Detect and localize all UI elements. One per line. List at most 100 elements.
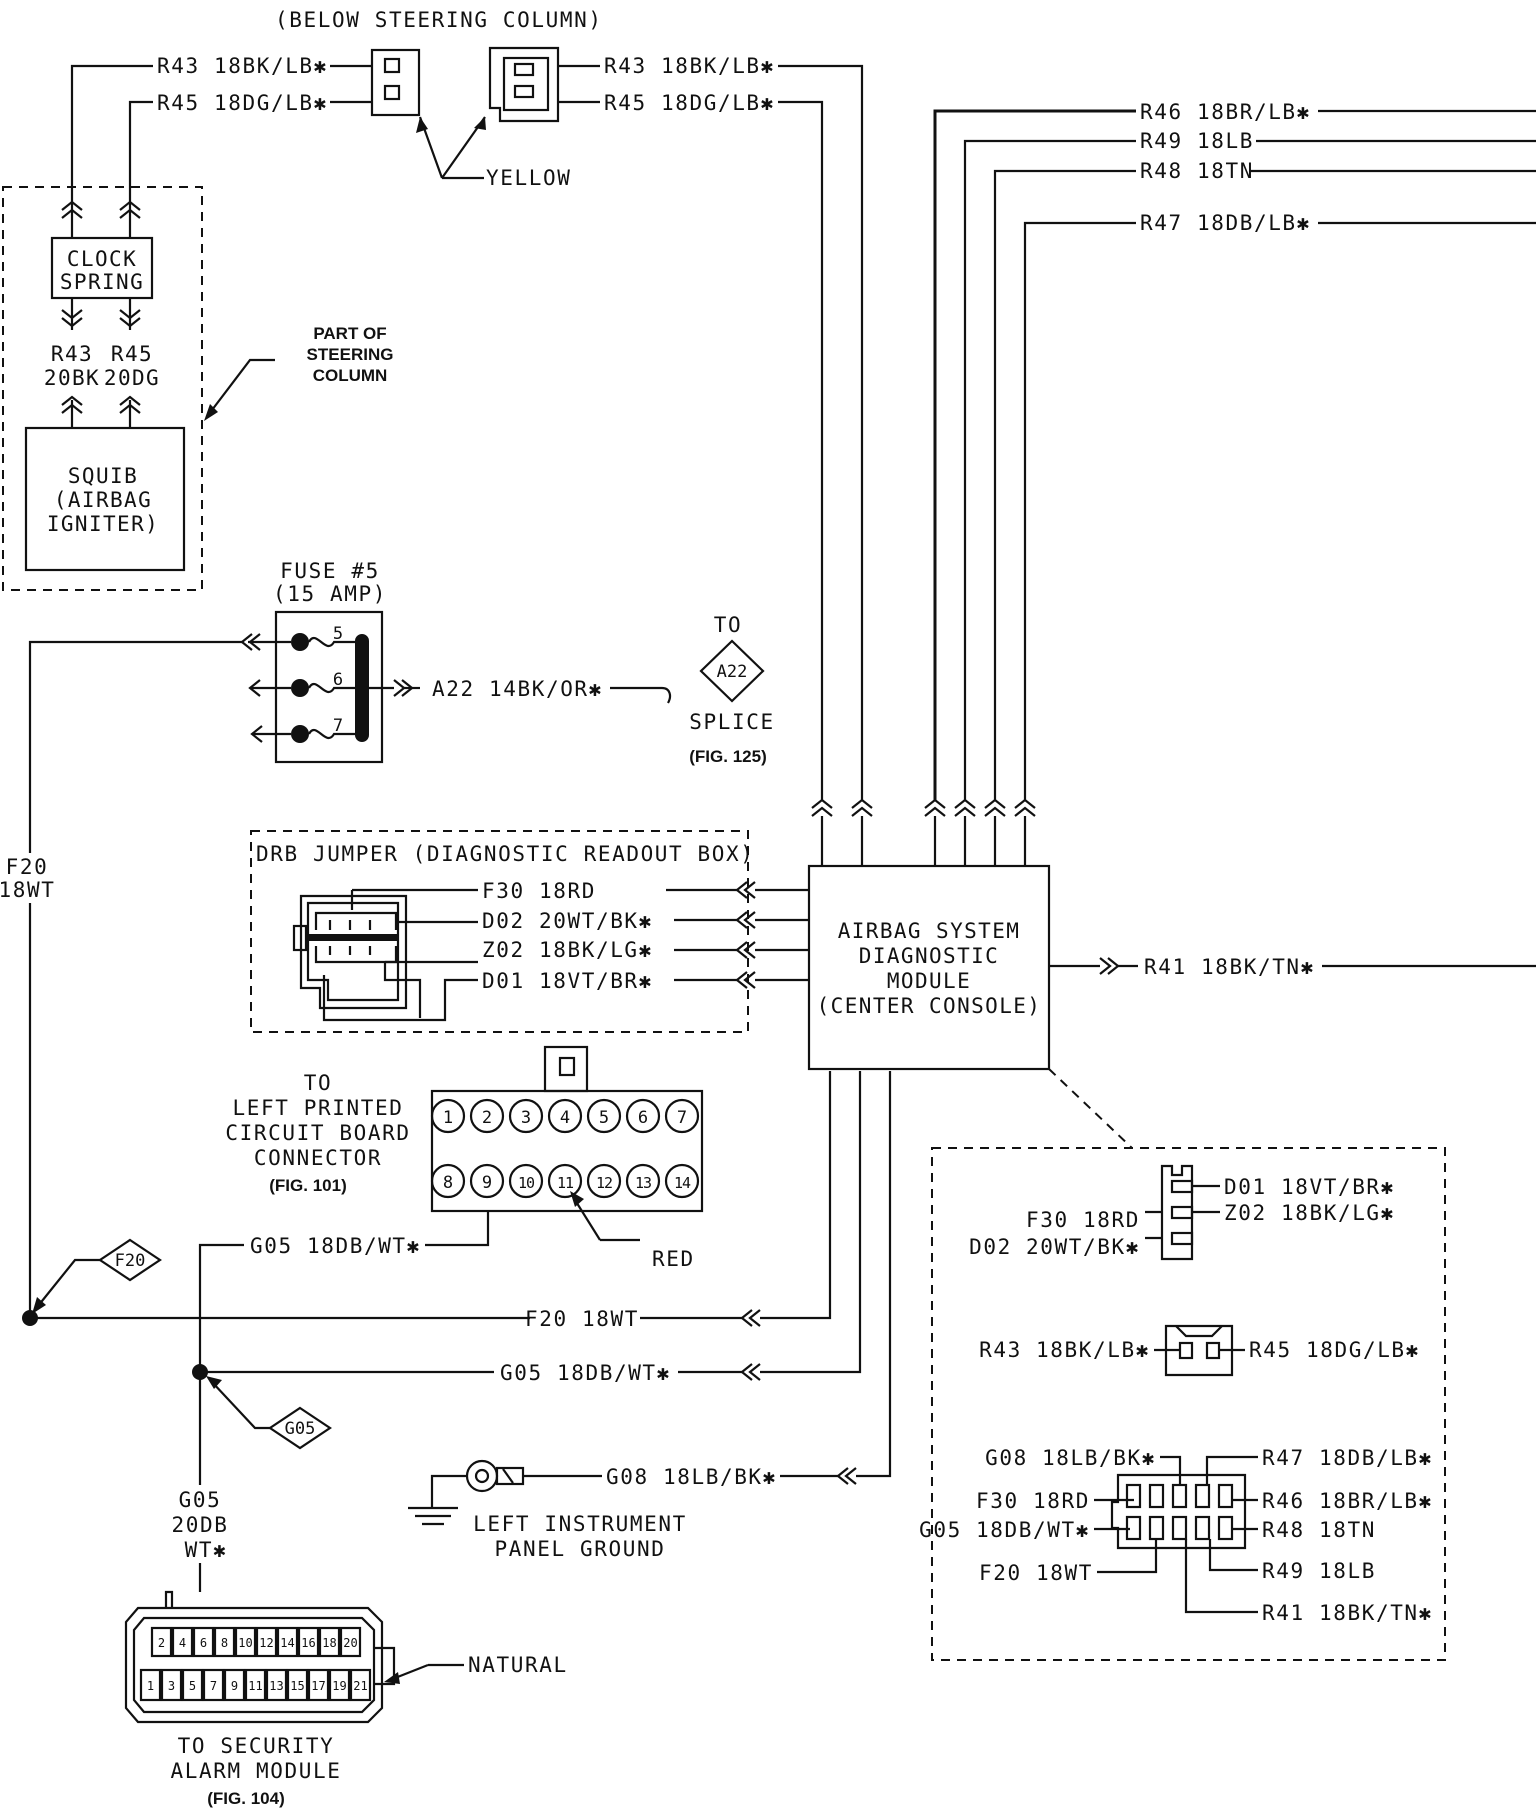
security-pin-number: 15: [290, 1679, 304, 1693]
r41-wire-label: R41 18BK/TN✱: [1144, 955, 1315, 979]
security-pin-number: 12: [259, 1636, 273, 1650]
security-pin-number: 5: [189, 1679, 196, 1693]
part-of-steering-column-line3: COLUMN: [313, 366, 388, 385]
pcb-to-label: TO: [304, 1071, 333, 1095]
pcb-pin-number: 12: [596, 1174, 612, 1192]
pcb-connector: [430, 1045, 704, 1213]
pcb-label-line2: CIRCUIT BOARD: [225, 1121, 410, 1145]
module-connector-view: [1110, 1473, 1247, 1550]
security-pin-cell: [234, 1626, 257, 1658]
a22-wire-label: A22 14BK/OR✱: [432, 677, 603, 701]
security-pin-number: 10: [238, 1636, 252, 1650]
security-pin-cell: [276, 1626, 299, 1658]
security-pin-number: 4: [179, 1636, 186, 1650]
a22-splice-diamond: [699, 639, 765, 703]
security-pin-cell: [307, 1668, 330, 1702]
pcb-pin-number: 1: [443, 1108, 453, 1128]
connector-views-dashed-region: [931, 1147, 1446, 1661]
ground-label-line2: PANEL GROUND: [495, 1537, 666, 1561]
pcb-pin-number: 5: [599, 1108, 609, 1128]
security-pin-cell: [223, 1668, 246, 1702]
part-of-steering-column-line1: PART OF: [313, 324, 386, 343]
f20-vertical-label-line2: 18WT: [0, 878, 55, 902]
security-alarm-connector: [124, 1590, 396, 1724]
g05-splice-id: G05: [285, 1419, 316, 1439]
module-label-line2: DIAGNOSTIC: [859, 944, 999, 968]
g05-lower-wire-label: G05 18DB/WT✱: [500, 1361, 671, 1385]
security-pin-cell: [328, 1668, 351, 1702]
drb-jumper-connector: [292, 894, 408, 1010]
squib-label-line3: IGNITER): [47, 512, 159, 536]
drb-f30-label: F30 18RD: [482, 879, 596, 903]
security-pin-number: 7: [210, 1679, 217, 1693]
view-f20-label: F20 18WT: [979, 1561, 1093, 1585]
security-pin-number: 2: [158, 1636, 165, 1650]
r48-wire-label: R48 18TN: [1140, 159, 1254, 183]
pcb-label-line1: LEFT PRINTED: [233, 1096, 404, 1120]
security-pin-number: 13: [269, 1679, 283, 1693]
pcb-pin-circle: [625, 1163, 661, 1199]
part-of-steering-column-line2: STEERING: [307, 345, 394, 364]
security-pin-cell: [339, 1626, 362, 1658]
view-g05-label: G05 18DB/WT✱: [919, 1518, 1090, 1542]
r47-wire-label: R47 18DB/LB✱: [1140, 211, 1311, 235]
security-pin-cell: [213, 1626, 236, 1658]
view-r49-label: R49 18LB: [1262, 1559, 1376, 1583]
fuse-pin-6: 6: [333, 670, 343, 690]
pcb-pin-number: 4: [560, 1108, 570, 1128]
steering-column-connector-right: [488, 46, 560, 123]
pcb-pin-circle: [430, 1098, 466, 1134]
view-z02-label: Z02 18BK/LG✱: [1224, 1201, 1395, 1225]
security-pin-number: 21: [353, 1679, 367, 1693]
drb-d01-label: D01 18VT/BR✱: [482, 969, 653, 993]
yellow-connector-label: YELLOW: [486, 166, 571, 190]
security-pin-cell: [349, 1668, 372, 1702]
g08-wire-label: G08 18LB/BK✱: [606, 1465, 777, 1489]
f20-vertical-label-line1: F20: [6, 855, 49, 879]
view-d01-label: D01 18VT/BR✱: [1224, 1175, 1395, 1199]
security-pin-cell: [150, 1626, 173, 1658]
g05-splice-diamond: [268, 1406, 332, 1450]
pcb-pin-circle: [586, 1163, 622, 1199]
pcb-pin-number: 2: [482, 1108, 492, 1128]
r46-wire-label: R46 18BR/LB✱: [1140, 100, 1311, 124]
view-f30-label: F30 18RD: [1026, 1208, 1140, 1232]
security-label-line1: TO SECURITY: [178, 1734, 335, 1758]
security-pin-cell: [181, 1668, 204, 1702]
g05-vertical-label-line3: WT✱: [185, 1538, 228, 1562]
a22-splice-id: A22: [717, 662, 748, 682]
pcb-pin-circle: [586, 1098, 622, 1134]
security-pin-number: 6: [200, 1636, 207, 1650]
security-pin-cell: [171, 1626, 194, 1658]
pcb-pin-circle: [547, 1163, 583, 1199]
view-r43-label: R43 18BK/LB✱: [979, 1338, 1150, 1362]
ground-label-line1: LEFT INSTRUMENT: [473, 1512, 687, 1536]
a22-splice-fig: (FIG. 125): [689, 747, 766, 766]
pcb-g05-label: G05 18DB/WT✱: [250, 1234, 421, 1258]
drb-connector-view: [1145, 1164, 1220, 1261]
pcb-pin-circle: [508, 1098, 544, 1134]
fuse-title-line2: (15 AMP): [273, 582, 387, 606]
view-r47-label: R47 18DB/LB✱: [1262, 1446, 1433, 1470]
r45-wire-label-top-left: R45 18DG/LB✱: [157, 91, 328, 115]
security-fig-label: (FIG. 104): [207, 1789, 284, 1808]
fuse-pin-7: 7: [333, 716, 343, 736]
r43-squib-label: R43: [51, 342, 93, 366]
r45-squib-label: R45: [111, 342, 153, 366]
pcb-pin-number: 9: [482, 1173, 492, 1193]
pcb-pin-number: 11: [557, 1174, 574, 1192]
fuse-terminal-5: [291, 633, 309, 651]
security-pin-cell: [297, 1626, 320, 1658]
security-pin-cell: [244, 1668, 267, 1702]
to-a22-label: TO: [714, 613, 743, 637]
natural-connector-label: NATURAL: [468, 1653, 568, 1677]
steering-column-connector-left: [370, 48, 421, 117]
pcb-red-label: RED: [652, 1247, 695, 1271]
security-pin-cell: [286, 1668, 309, 1702]
security-pin-number: 14: [280, 1636, 294, 1650]
pcb-pin-circle: [430, 1163, 466, 1199]
pcb-pin-circle: [664, 1098, 700, 1134]
security-pin-number: 11: [248, 1679, 262, 1693]
fuse-title-line1: FUSE #5: [280, 559, 380, 583]
security-pin-number: 19: [332, 1679, 346, 1693]
